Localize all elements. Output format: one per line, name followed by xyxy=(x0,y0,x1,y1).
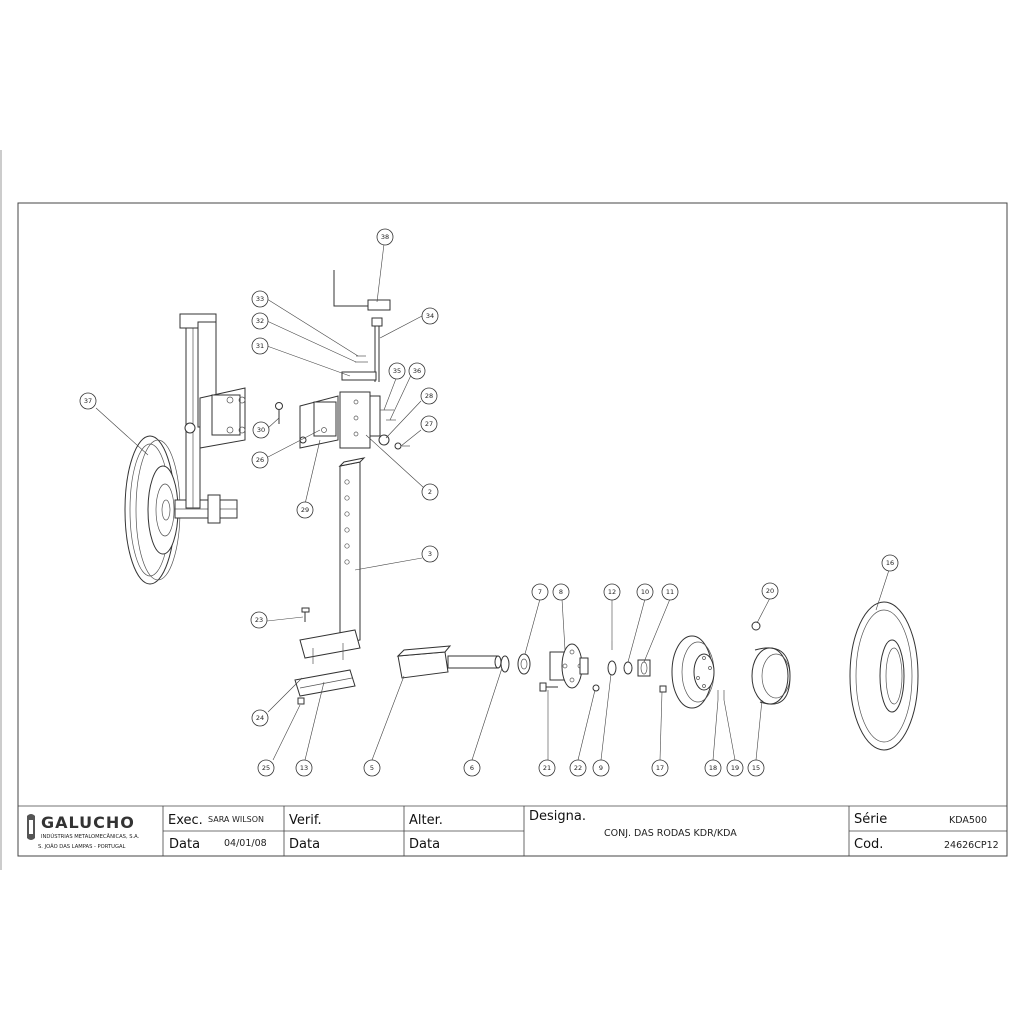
exploded-column xyxy=(275,270,410,705)
series-value: KDA500 xyxy=(949,815,987,826)
balloon-37: 37 xyxy=(79,392,97,410)
svg-text:2: 2 xyxy=(428,488,432,496)
svg-text:20: 20 xyxy=(766,587,774,595)
balloon-19: 19 xyxy=(726,759,744,777)
balloon-24: 24 xyxy=(251,709,269,727)
svg-text:17: 17 xyxy=(656,764,664,772)
exploded-hub xyxy=(396,601,919,751)
balloon-13: 13 xyxy=(295,759,313,777)
svg-text:16: 16 xyxy=(886,559,894,567)
date-label-1: Data xyxy=(169,837,200,852)
svg-text:27: 27 xyxy=(425,420,433,428)
balloon-25: 25 xyxy=(257,759,275,777)
svg-text:36: 36 xyxy=(413,367,421,375)
verif-label: Verif. xyxy=(289,813,322,828)
balloon-38: 38 xyxy=(376,228,394,246)
date-label-3: Data xyxy=(409,837,440,852)
balloon-36: 36 xyxy=(408,362,426,380)
balloon-10: 10 xyxy=(636,583,654,601)
balloon-28: 28 xyxy=(420,387,438,405)
balloon-16: 16 xyxy=(881,554,899,572)
balloon-5: 5 xyxy=(363,759,381,777)
svg-text:8: 8 xyxy=(559,588,563,596)
balloon-2: 2 xyxy=(421,483,439,501)
company-logo xyxy=(27,814,35,840)
svg-text:38: 38 xyxy=(381,233,389,241)
svg-text:24: 24 xyxy=(256,714,264,722)
company-name: GALUCHO xyxy=(41,813,135,832)
svg-text:3: 3 xyxy=(428,550,432,558)
svg-text:26: 26 xyxy=(256,456,264,464)
exec-label: Exec. xyxy=(168,813,203,828)
date-value: 04/01/08 xyxy=(224,838,267,849)
svg-text:11: 11 xyxy=(666,588,674,596)
balloon-6: 6 xyxy=(463,759,481,777)
svg-text:10: 10 xyxy=(641,588,649,596)
balloon-23: 23 xyxy=(250,611,268,629)
code-label: Cod. xyxy=(854,837,883,852)
svg-text:37: 37 xyxy=(84,397,92,405)
svg-text:28: 28 xyxy=(425,392,433,400)
code-value: 24626CP12 xyxy=(944,840,999,851)
balloon-26: 26 xyxy=(251,451,269,469)
svg-text:18: 18 xyxy=(709,764,717,772)
balloon-27: 27 xyxy=(420,415,438,433)
balloon-30: 30 xyxy=(252,421,270,439)
balloon-31: 31 xyxy=(251,337,269,355)
leader-lines xyxy=(95,243,890,761)
balloon-9: 9 xyxy=(592,759,610,777)
assembled-wheel-unit xyxy=(124,313,246,585)
svg-text:7: 7 xyxy=(538,588,542,596)
svg-text:5: 5 xyxy=(370,764,374,772)
svg-text:21: 21 xyxy=(543,764,551,772)
designation-label: Designa. xyxy=(529,809,586,824)
balloon-29: 29 xyxy=(296,501,314,519)
svg-text:15: 15 xyxy=(752,764,760,772)
balloon-33: 33 xyxy=(251,290,269,308)
svg-text:33: 33 xyxy=(256,295,264,303)
company-address-line1: INDÚSTRIAS METALOMECÂNICAS, S.A. xyxy=(41,833,140,840)
svg-text:25: 25 xyxy=(262,764,270,772)
balloon-11: 11 xyxy=(661,583,679,601)
balloon-12: 12 xyxy=(603,583,621,601)
balloon-15: 15 xyxy=(747,759,765,777)
svg-text:13: 13 xyxy=(300,764,308,772)
svg-text:9: 9 xyxy=(599,764,603,772)
company-address-line2: S. JOÃO DAS LAMPAS - PORTUGAL xyxy=(38,843,126,850)
title-block: GALUCHO INDÚSTRIAS METALOMECÂNICAS, S.A.… xyxy=(18,805,1007,856)
balloon-35: 35 xyxy=(388,362,406,380)
balloon-20: 20 xyxy=(761,582,779,600)
svg-text:34: 34 xyxy=(426,312,434,320)
exec-value: SARA WILSON xyxy=(208,815,264,824)
svg-text:32: 32 xyxy=(256,317,264,325)
alter-label: Alter. xyxy=(409,813,443,828)
svg-text:31: 31 xyxy=(256,342,264,350)
balloon-21: 21 xyxy=(538,759,556,777)
balloon-34: 34 xyxy=(421,307,439,325)
svg-text:23: 23 xyxy=(255,616,263,624)
svg-text:22: 22 xyxy=(574,764,582,772)
balloon-22: 22 xyxy=(569,759,587,777)
svg-text:29: 29 xyxy=(301,506,309,514)
balloon-18: 18 xyxy=(704,759,722,777)
drawing-border xyxy=(17,202,1008,857)
balloon-8: 8 xyxy=(552,583,570,601)
svg-text:35: 35 xyxy=(393,367,401,375)
svg-text:19: 19 xyxy=(731,764,739,772)
series-label: Série xyxy=(854,812,887,827)
svg-text:30: 30 xyxy=(257,426,265,434)
svg-text:6: 6 xyxy=(470,764,474,772)
balloon-7: 7 xyxy=(531,583,549,601)
date-label-2: Data xyxy=(289,837,320,852)
balloon-32: 32 xyxy=(251,312,269,330)
svg-text:12: 12 xyxy=(608,588,616,596)
designation-value: CONJ. DAS RODAS KDR/KDA xyxy=(604,828,737,839)
balloon-3: 3 xyxy=(421,545,439,563)
balloon-17: 17 xyxy=(651,759,669,777)
